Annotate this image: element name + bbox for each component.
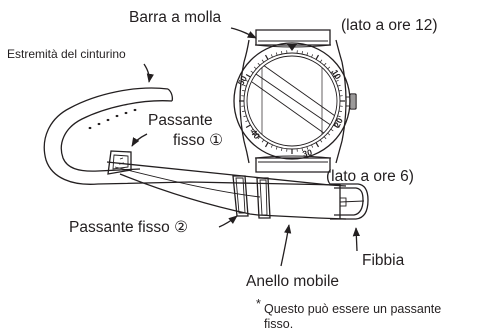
bezel-tick [264, 142, 269, 148]
lug-6-left [243, 140, 250, 164]
bezel-tick [270, 54, 273, 58]
bezel-tick [301, 147, 303, 151]
bezel-tick [281, 147, 283, 151]
bezel-tick [330, 70, 334, 74]
bezel-tick [306, 52, 309, 56]
arrow-movable-ring [280, 224, 292, 267]
movable-ring [256, 177, 271, 219]
footnote-line-2: fisso. [264, 317, 293, 331]
bezel-tick [311, 54, 314, 58]
strap-end-curl [43, 87, 341, 186]
bezel-tick [319, 59, 323, 63]
bezel-tick [338, 90, 342, 92]
bezel-tick [243, 115, 247, 118]
footnote-mark: * [256, 297, 261, 311]
bezel-tick [319, 139, 323, 143]
bezel-tick [245, 79, 249, 82]
label-side-12: (lato a ore 12) [341, 17, 438, 34]
bezel-tick [315, 54, 320, 60]
fixed-loop-2 [232, 175, 249, 217]
bezel-tick [323, 62, 327, 66]
bezel-tick [335, 120, 339, 123]
arrow-fixed-loop-2 [218, 215, 238, 228]
bezel-tick [257, 136, 261, 140]
bezel-ticks [239, 50, 345, 154]
bezel-numbers: 10 20 30 40 50 [236, 68, 345, 159]
bezel-tick [250, 70, 254, 74]
bezel-tick [333, 73, 339, 78]
bezel-tick [250, 128, 254, 132]
strap-hole [124, 111, 128, 115]
label-fixed-loop-1: Passante [148, 112, 213, 129]
bezel-tick [330, 128, 334, 132]
bezel-tick [323, 136, 327, 140]
lug-12-left [243, 39, 250, 63]
label-spring-bar: Barra a molla [129, 9, 222, 26]
crystal-reflection [249, 56, 337, 146]
bezel-tick [257, 62, 261, 66]
arrow-buckle [352, 227, 360, 252]
label-buckle: Fibbia [362, 252, 405, 269]
bezel-tick [245, 124, 251, 129]
label-movable-ring: Anello mobile [246, 273, 339, 290]
label-fixed-loop-2: Passante fisso ② [69, 219, 188, 236]
label-strap-end: Estremità del cinturino [7, 47, 126, 61]
bezel-tick [337, 84, 341, 87]
crown [345, 93, 357, 110]
bezel-tick [327, 66, 331, 70]
bezel-tick [281, 51, 283, 55]
dial [246, 55, 338, 147]
arrow-strap-end [143, 63, 154, 83]
footnote-line-1: Questo può essere un passante [264, 302, 441, 316]
bezel-tick [337, 115, 341, 118]
label-side-6: (lato a ore 6) [326, 168, 414, 185]
strap-hole [133, 108, 137, 112]
bezel-tick [261, 139, 265, 143]
bezel-tick [327, 132, 331, 136]
watch-head: 10 20 30 40 50 [233, 29, 357, 173]
arrow-fixed-loop-1 [131, 133, 148, 147]
fixed-loop-1 [107, 150, 132, 175]
bezel-tick [338, 110, 342, 112]
bezel-tick [275, 52, 278, 56]
strap-holes [88, 108, 137, 130]
strap-hole [88, 126, 92, 130]
bezel-tick [242, 90, 246, 92]
bezel-pip [287, 44, 297, 51]
strap-hole [106, 118, 110, 122]
label-fixed-loop-1-line2: fisso ① [173, 132, 223, 149]
bezel-tick [275, 146, 278, 150]
bezel-tick [243, 84, 247, 87]
bezel-tick [245, 73, 251, 78]
bezel-outer [233, 42, 351, 160]
bezel-tick [333, 124, 339, 129]
arrow-spring-bar [230, 27, 257, 39]
bezel-tick [315, 142, 320, 148]
bezel-tick [335, 79, 339, 82]
bezel-tick [306, 146, 309, 150]
lug-12-right [335, 39, 343, 63]
lug-6-right [335, 140, 343, 164]
bezel-tick [270, 144, 273, 148]
bezel-tick [311, 144, 314, 148]
bezel-tick [253, 66, 257, 70]
strap-hole [97, 122, 101, 126]
bezel-number: 20 [332, 116, 345, 129]
bezel-tick [301, 51, 303, 55]
bezel-number: 40 [249, 127, 263, 141]
buckle [330, 183, 369, 220]
bezel-tick [264, 54, 269, 60]
bezel-number: 50 [236, 74, 249, 87]
strap-hole [115, 114, 119, 118]
bezel-tick [253, 132, 257, 136]
bezel-tick [242, 110, 246, 112]
nato-strap [43, 87, 369, 220]
bezel-tick [245, 120, 249, 123]
bezel-number: 30 [301, 147, 313, 159]
bezel-tick [261, 59, 265, 63]
